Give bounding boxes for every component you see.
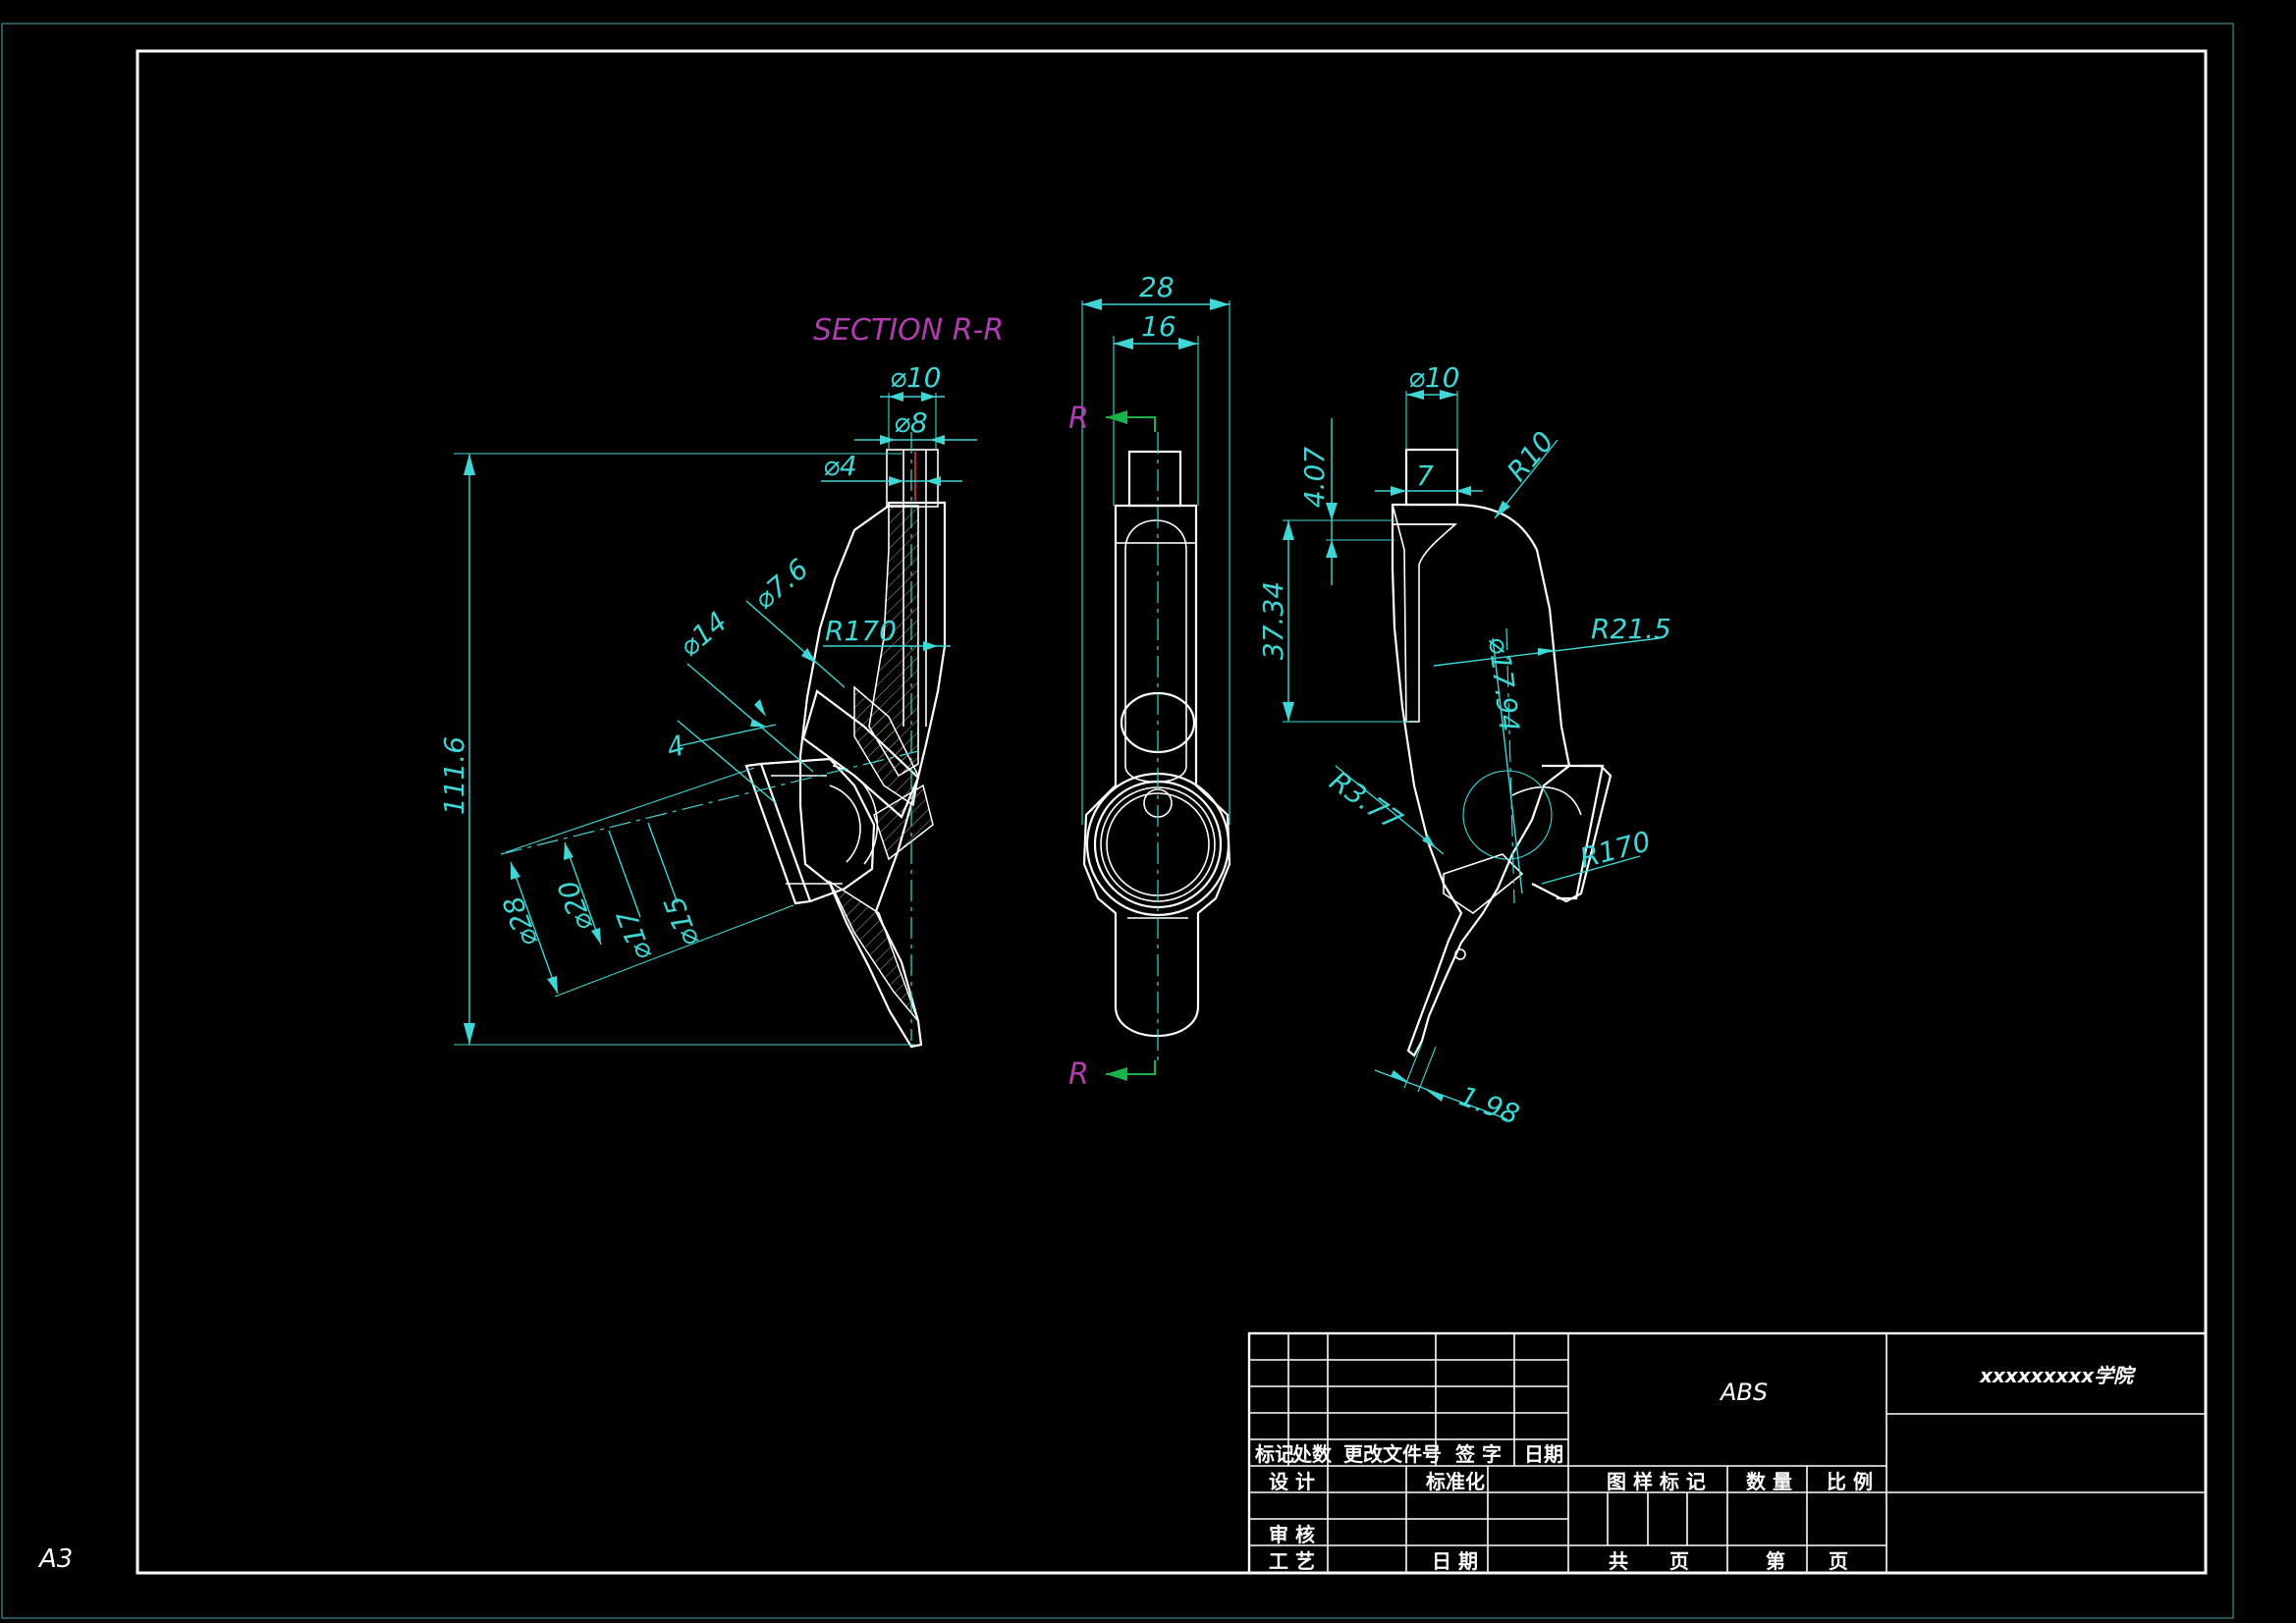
dim-7: 7 xyxy=(1416,460,1434,492)
rev-header-count: 处数 xyxy=(1291,1442,1333,1466)
rev-header-sign: 签 字 xyxy=(1454,1442,1502,1466)
dim-d8-left: ⌀8 xyxy=(894,406,928,439)
dim-d10-left: ⌀10 xyxy=(890,361,942,394)
title-block xyxy=(1247,1331,2208,1575)
dim-width-28: 28 xyxy=(1139,271,1175,303)
label-standardization: 标准化 xyxy=(1426,1470,1485,1493)
dim-r21-5: R21.5 xyxy=(1591,613,1671,645)
dim-d4-left: ⌀4 xyxy=(823,450,857,482)
front-view xyxy=(1082,432,1231,1060)
rev-header-mark: 标记 xyxy=(1255,1442,1294,1466)
section-view xyxy=(500,432,947,1049)
dim-r3-77: R3.77 xyxy=(1324,765,1408,838)
dim-d14: ⌀14 xyxy=(673,605,733,663)
label-quantity: 数 量 xyxy=(1746,1470,1792,1493)
section-mark-top: R xyxy=(1068,402,1089,436)
label-review: 审 核 xyxy=(1269,1523,1315,1546)
dim-r170-left: R170 xyxy=(825,615,897,647)
dim-d15: ⌀15 xyxy=(658,892,706,951)
dim-4: 4 xyxy=(663,729,688,764)
label-scale: 比 例 xyxy=(1827,1470,1873,1493)
dim-d20: ⌀20 xyxy=(552,876,600,936)
section-mark-bottom: R xyxy=(1068,1057,1089,1092)
sheet-size-label: A3 xyxy=(37,1544,73,1574)
label-date: 日 期 xyxy=(1432,1549,1478,1573)
sheet-trim-border xyxy=(1,23,2234,1619)
label-process: 工 艺 xyxy=(1269,1549,1315,1573)
dim-d7-6: ⌀7.6 xyxy=(747,553,814,617)
dim-r170-right: R170 xyxy=(1576,825,1654,875)
dim-d17: ⌀17 xyxy=(611,905,659,965)
rev-header-date: 日期 xyxy=(1524,1442,1563,1466)
dim-width-16: 16 xyxy=(1141,310,1176,343)
material-value: ABS xyxy=(1719,1379,1768,1406)
title-block-text: 标记 处数 更改文件号 签 字 日期 设 计 标准化 审 核 工 艺 日 期 A… xyxy=(1255,1364,2137,1573)
label-sheet-page: 页 xyxy=(1829,1549,1848,1573)
label-stage-mark: 图 样 标 记 xyxy=(1607,1470,1706,1493)
dim-d28: ⌀28 xyxy=(497,892,545,951)
dim-d17-94: ⌀17.94 xyxy=(1482,635,1526,733)
label-sheet: 第 xyxy=(1766,1549,1785,1573)
side-dimensions: ⌀10 7 R10 4.07 37.34 R21.5 ⌀17.94 R3.77 … xyxy=(1257,361,1671,1131)
side-view xyxy=(1391,448,1613,1057)
dim-111-6: 111.6 xyxy=(438,736,470,815)
dim-37-34: 37.34 xyxy=(1257,581,1289,660)
dim-d10-right: ⌀10 xyxy=(1408,361,1460,394)
drawing-frame xyxy=(136,49,2208,1575)
school-name: xxxxxxxxx学院 xyxy=(1979,1364,2137,1387)
dim-r10: R10 xyxy=(1501,425,1560,487)
section-title: SECTION R-R xyxy=(813,313,1004,348)
label-total: 共 xyxy=(1609,1549,1628,1573)
dim-1-98: 1.98 xyxy=(1455,1080,1524,1131)
front-dimensions: 28 16 R R xyxy=(1068,271,1230,1092)
rev-header-doc: 更改文件号 xyxy=(1343,1442,1442,1466)
dim-4-07: 4.07 xyxy=(1298,447,1331,509)
label-total-page: 页 xyxy=(1669,1549,1689,1573)
label-design: 设 计 xyxy=(1269,1470,1315,1493)
